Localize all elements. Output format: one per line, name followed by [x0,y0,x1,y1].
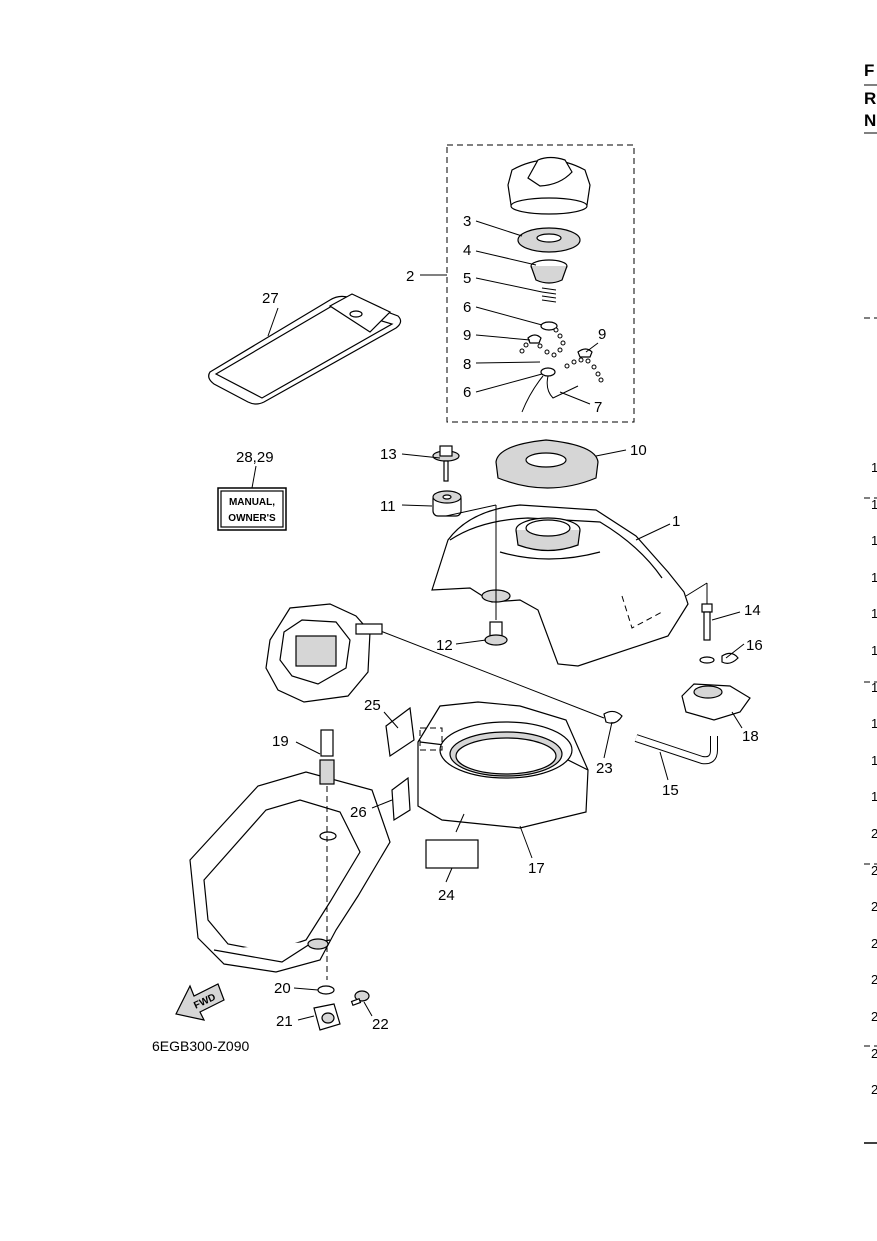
clip-9a [527,334,542,344]
ring-6a [540,321,558,331]
collar-12 [484,621,508,646]
callout-20: 20 [274,980,291,997]
callout-14: 14 [744,602,761,619]
callout-2: 2 [406,268,414,285]
edge-row-12: 2 [871,899,877,914]
callout-21: 21 [276,1013,293,1030]
grommet-11 [432,490,462,517]
callout-8: 8 [463,356,471,373]
wire-7 [521,375,579,413]
edge-row-9: 1 [871,789,877,804]
callout-17: 17 [528,860,545,877]
edge-header-n: N [864,111,876,130]
callout-18: 18 [742,728,759,745]
edge-header-r: R [864,89,876,108]
manual-line1: MANUAL, [229,497,275,508]
ring-6b [540,367,556,377]
edge-row-5: 1 [871,643,877,658]
edge-row-1: 1 [871,497,877,512]
callout-19: 19 [272,733,289,750]
callout-13: 13 [380,446,397,463]
drain-fitting-19 [319,729,335,980]
callout-15: 15 [662,782,679,799]
cap-assembly-box [446,144,635,423]
bottom-cowling [189,771,391,973]
callout-6b: 6 [463,384,471,401]
tool-pouch-27 [208,293,402,405]
edge-row-8: 1 [871,753,877,768]
callout-28-29: 28,29 [236,449,274,466]
callout-7: 7 [594,399,602,416]
seal-10 [495,439,599,489]
callout-1: 1 [672,513,680,530]
manual-line2: OWNER'S [228,513,276,524]
gasket-3 [517,227,581,253]
edge-row-15: 2 [871,1009,877,1024]
silencer-17 [417,701,589,829]
callout-27: 27 [262,290,279,307]
clamp-23 [603,710,623,724]
edge-row-0: 1 [871,460,877,475]
edge-row-11: 2 [871,863,877,878]
edge-row-10: 2 [871,826,877,841]
edge-row-3: 1 [871,570,877,585]
hose-guide-line [377,629,605,719]
bolt-14 [685,582,713,641]
leader-lines [251,220,745,1021]
callout-11: 11 [380,498,396,515]
carburetor [265,603,383,703]
edge-row-4: 1 [871,606,877,621]
edge-row-14: 2 [871,972,877,987]
edge-row-7: 1 [871,716,877,731]
callout-26: 26 [350,804,367,821]
clip-16 [721,652,739,664]
callout-6a: 6 [463,299,471,316]
callout-24: 24 [438,887,455,904]
callout-12: 12 [436,637,453,654]
callout-10: 10 [630,442,647,459]
callout-5: 5 [463,270,471,287]
callout-22: 22 [372,1016,389,1033]
label-24 [425,839,479,869]
callout-9b: 9 [598,326,606,343]
o-ring-20 [317,985,335,995]
bolt-13 [432,445,460,482]
edge-header-f: F [864,61,874,80]
fwd-arrow: FWD [175,983,225,1021]
callout-25: 25 [364,697,381,714]
owners-manual-box: MANUAL, OWNER'S [217,487,287,531]
label-26 [391,776,411,822]
callout-3: 3 [463,213,471,230]
callouts: 1 2 3 4 5 6 6 7 8 9 9 10 11 12 13 14 15 … [236,213,763,1033]
bracket-18 [681,683,751,721]
figure-code: 6EGB300-Z090 [152,1038,249,1054]
edge-row-13: 2 [871,936,877,951]
clip-9b [577,348,593,358]
washer-16 [699,656,715,664]
strainer-4 [530,259,568,284]
callout-23: 23 [596,760,613,777]
edge-row-17: 2 [871,1082,877,1097]
edge-row-6: 1 [871,680,877,695]
screw-22 [350,990,370,1007]
spring-5 [541,287,557,303]
label-25 [385,706,415,758]
callout-4: 4 [463,242,471,259]
joint-21 [313,1003,341,1031]
callout-9a: 9 [463,327,471,344]
callout-16: 16 [746,637,763,654]
edge-row-2: 1 [871,533,877,548]
edge-table: F R N 1 1 1 1 1 1 1 1 1 1 2 2 2 2 2 2 2 2 [864,61,877,1144]
fuel-cap [507,156,591,215]
edge-row-16: 2 [871,1046,877,1061]
fuel-hose-15 [635,735,717,764]
edge-rows: 1 1 1 1 1 1 1 1 1 1 2 2 2 2 2 2 2 2 [864,460,877,1097]
